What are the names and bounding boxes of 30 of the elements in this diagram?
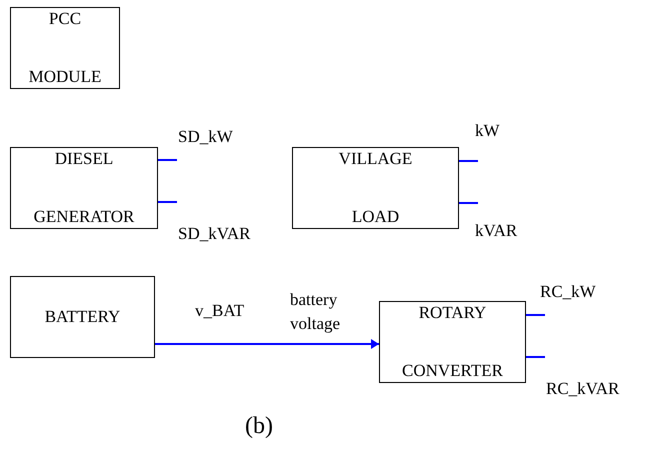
- block-label: VILLAGE: [338, 149, 412, 169]
- port-line: [158, 159, 177, 161]
- port-line: [459, 202, 478, 204]
- block-box: [292, 147, 459, 229]
- signal-label: RC_kVAR: [546, 379, 620, 399]
- signal-label: SD_kW: [178, 127, 233, 147]
- block-label: ROTARY: [418, 303, 486, 323]
- block-label: PCC: [48, 9, 82, 29]
- block-box: [10, 276, 155, 358]
- signal-label: SD_kVAR: [178, 224, 250, 244]
- block-label: CONVERTER: [402, 361, 503, 381]
- signal-label: kVAR: [475, 221, 518, 241]
- block-box: [10, 147, 158, 229]
- block-box: [379, 301, 526, 383]
- port-label: battery voltage: [290, 289, 342, 335]
- port-line: [526, 314, 545, 316]
- block-label: GENERATOR: [34, 207, 134, 227]
- signal-label: RC_kW: [540, 282, 596, 302]
- port-line: [459, 160, 478, 162]
- signal-label: kW: [475, 121, 500, 141]
- block-label: LOAD: [352, 207, 400, 227]
- block-box: [10, 7, 120, 89]
- port-line: [526, 356, 545, 358]
- block-label: BATTERY: [44, 307, 120, 327]
- signal-label: v_BAT: [195, 301, 244, 321]
- block-label: MODULE: [28, 67, 102, 87]
- block-label: DIESEL: [54, 149, 114, 169]
- port-line: [158, 201, 177, 203]
- caption: (b): [245, 412, 273, 440]
- arrow: [155, 339, 379, 349]
